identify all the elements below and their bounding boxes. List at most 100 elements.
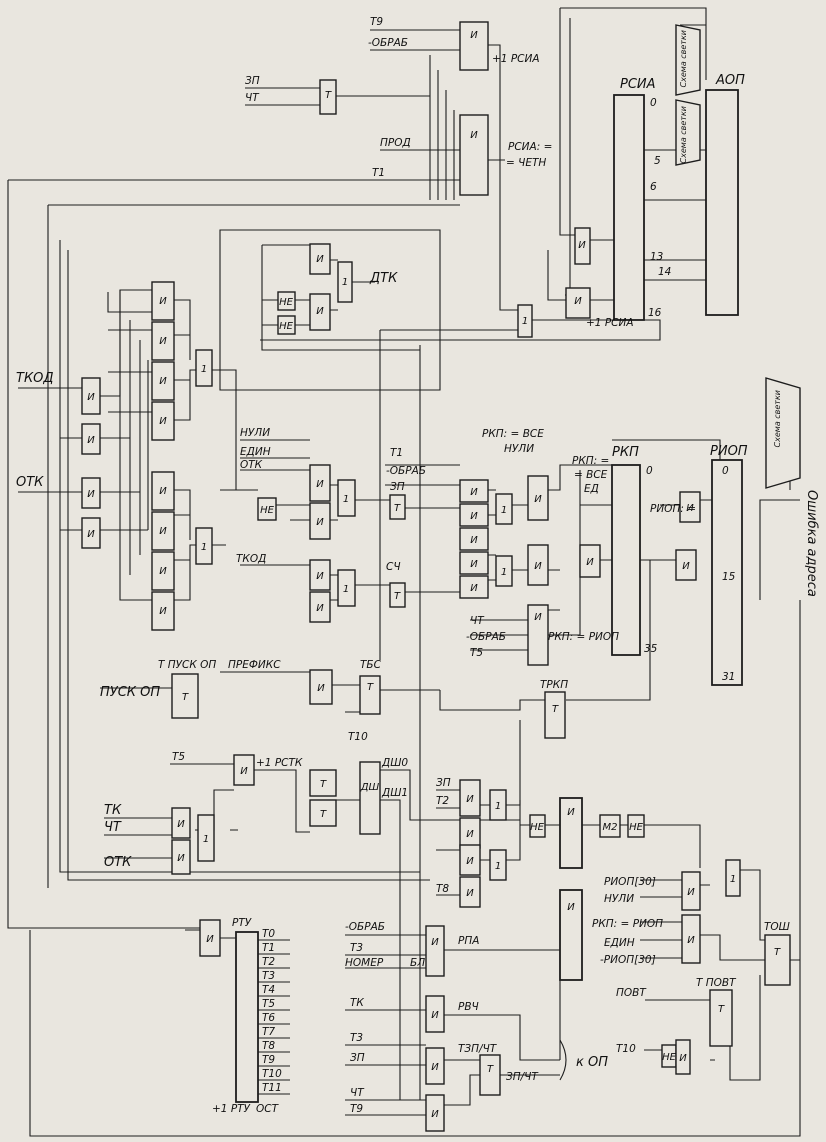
and-gate-tkod-2	[81, 423, 101, 455]
signal-label: -ОБРАБ	[345, 921, 385, 933]
signal-label: ЗП	[436, 777, 451, 789]
or-gate-tk	[197, 814, 215, 862]
signal-label: Т9	[370, 16, 383, 28]
and-gate-rtu	[199, 919, 221, 957]
bit-label: 14	[658, 266, 671, 278]
signal-label: ТК	[350, 997, 364, 1009]
and-gate-col1-3	[151, 361, 175, 401]
signal-label: НУЛИ	[604, 893, 634, 905]
and-gate-error-1	[681, 871, 701, 911]
gate-label: И	[87, 529, 95, 540]
and-gate-col2-3	[151, 551, 175, 591]
gate-label: И	[466, 888, 474, 899]
and-gate-col2-1	[151, 471, 175, 511]
gate-label: 1	[343, 584, 349, 595]
gate-label: И	[316, 571, 324, 582]
signal-label: НОМЕР	[345, 957, 384, 969]
signal-label: Т3	[350, 942, 363, 954]
gate-label: 1	[495, 861, 501, 872]
gate-label: И	[87, 489, 95, 500]
register-label: АОП	[715, 73, 745, 88]
signal-label: +1 РСИА	[586, 317, 634, 329]
gate-label: И	[578, 240, 586, 251]
and-gate-mid-2	[309, 502, 331, 540]
and-gate-t9	[425, 1094, 445, 1132]
signal-label: ДШ1	[381, 787, 408, 799]
gate-label: И	[159, 376, 167, 387]
signal-label: РВЧ	[458, 1001, 479, 1013]
gate-label: И	[567, 807, 575, 818]
signal-label: НУЛИ	[240, 427, 270, 439]
signal-label: ПРЕФИКС	[228, 659, 281, 671]
gate-label: НЕ	[260, 505, 275, 516]
and-gate-tkod-1	[81, 377, 101, 415]
and-gate-rkp-3	[459, 527, 489, 551]
signal-label: ЧТ	[245, 92, 260, 104]
rtu-output: Т9	[262, 1054, 275, 1066]
trigger-povt	[709, 989, 733, 1047]
trigger-t1	[389, 494, 406, 520]
and-gate-t8-1	[459, 844, 481, 876]
signal-label: РИОП[30]	[604, 876, 656, 888]
gate-label: И	[431, 1010, 439, 1021]
trigger-trkp	[544, 691, 566, 739]
gate-label: 1	[343, 494, 349, 505]
gate-label: Т	[718, 1004, 725, 1015]
or-gate-zp-cht	[319, 79, 337, 115]
gate-label: Т	[367, 682, 374, 693]
rtu-output: Т0	[262, 928, 275, 940]
signal-label: Т1	[372, 167, 385, 179]
error-address-label: Ошибка адреса	[804, 490, 819, 597]
or-gate-zp	[489, 789, 507, 821]
gate-label: И	[87, 392, 95, 403]
signal-label: Т10	[348, 731, 368, 743]
gate-label: Т	[320, 809, 327, 820]
registers	[235, 89, 743, 1103]
rtu-output: Т10	[262, 1068, 282, 1080]
signal-label: ПРОД	[380, 137, 411, 149]
svet-label-3: Схема светки	[773, 390, 782, 447]
or-gate-rsia	[517, 304, 533, 338]
gate-label: И	[159, 336, 167, 347]
register-label: РИОП	[710, 444, 748, 459]
gate-label: И	[470, 130, 478, 141]
trigger-rstk-2	[309, 799, 337, 827]
svet-label-1: Схема светки	[679, 30, 688, 87]
bit-label: 6	[650, 181, 657, 193]
and-gate-rkp-riop	[527, 604, 549, 666]
and-gate-mid-1	[309, 464, 331, 502]
gate-label: И	[687, 887, 695, 898]
and-gate-error-2	[681, 914, 701, 964]
svet-label-2: Схема светки	[679, 106, 688, 163]
and-gate-povt	[675, 1039, 691, 1075]
rtu-output: Т4	[262, 984, 275, 996]
signal-label: РКП: = РИОП	[548, 631, 619, 643]
rtu-output: Т1	[262, 942, 275, 954]
signal-label: +1 РТУ	[212, 1103, 251, 1115]
signal-label: ПУСК ОП	[100, 685, 160, 700]
rtu-output: Т7	[262, 1026, 275, 1038]
trigger-sch	[389, 582, 406, 608]
gate-label: 1	[501, 567, 507, 578]
gate-label: И	[316, 306, 324, 317]
signal-label: РКП: = ВСЕ	[482, 428, 544, 440]
signal-label: ОТК	[240, 459, 263, 471]
gates	[81, 21, 801, 1132]
gate-label: И	[431, 1062, 439, 1073]
signal-label: ДШ0	[381, 757, 408, 769]
signal-label: Т2	[436, 795, 449, 807]
and-gate-rkp-1	[459, 479, 489, 503]
signal-label: БЛ	[410, 957, 425, 969]
gate-label: Т	[552, 704, 559, 715]
and-gate-riop-load	[679, 491, 701, 523]
and-gate-mid-4	[309, 591, 331, 623]
signal-label: РКП: =	[572, 455, 609, 467]
and-gate-dtk-2	[309, 293, 331, 331]
and-gate-rsia-b	[565, 287, 591, 319]
signal-label: Т8	[436, 883, 449, 895]
gate-label: И	[686, 503, 694, 514]
gate-label: И	[567, 902, 575, 913]
signal-label: -ОБРАБ	[466, 631, 506, 643]
and-gate-tk-2	[171, 839, 191, 875]
gate-label: НЕ	[279, 297, 294, 308]
